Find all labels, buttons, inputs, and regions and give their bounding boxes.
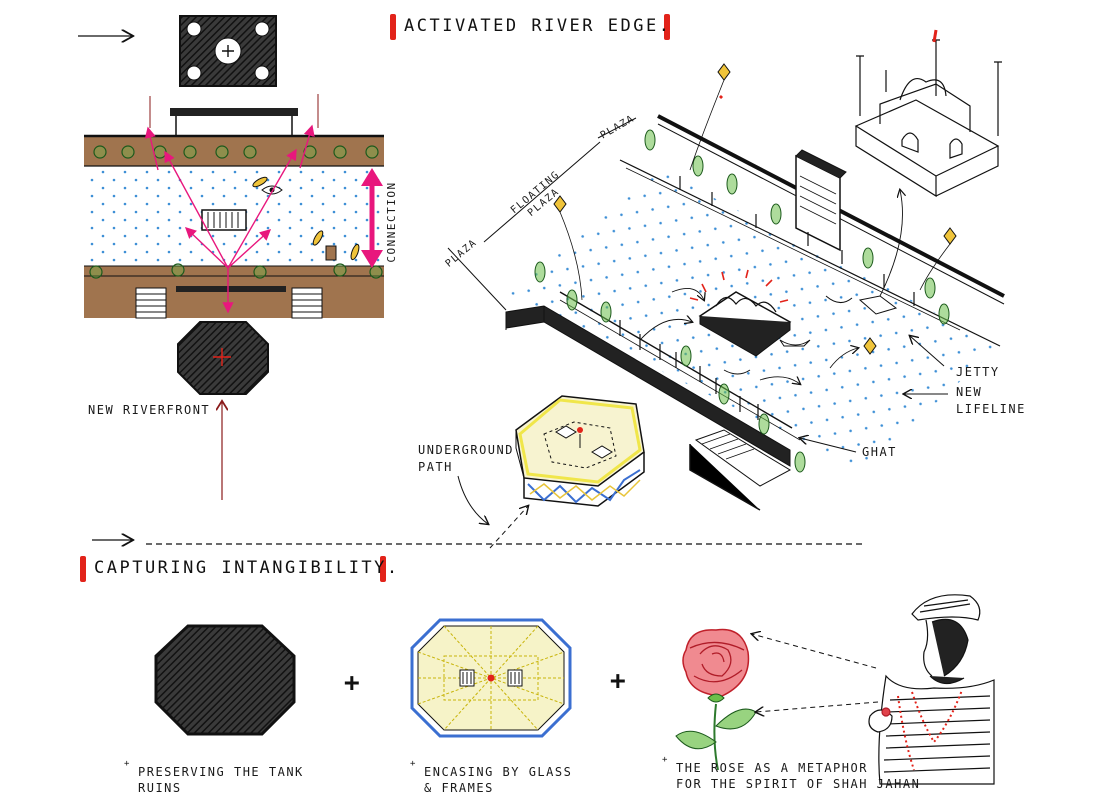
caption-bullet-icon: + — [124, 759, 131, 769]
caption-glass: ENCASING BY GLASS & FRAMES — [424, 765, 573, 796]
label-new-lifeline: NEW LIFELINE — [956, 385, 1026, 417]
tank-square — [179, 15, 277, 87]
shah-jahan-portrait — [868, 594, 995, 785]
mausoleum-sketch — [854, 39, 1002, 198]
riverfront-plan — [78, 15, 384, 500]
caption-rose: THE ROSE AS A METAPHOR FOR THE SPIRIT OF… — [676, 761, 921, 792]
heading-capturing-intangibility: CAPTURING INTANGIBILITY. — [94, 558, 400, 578]
concept-rose — [675, 628, 757, 771]
isometric-river-edge — [447, 29, 1005, 549]
tank-glass-iso — [515, 395, 645, 507]
label-ghat: GHAT — [862, 445, 897, 459]
concept-glass — [410, 618, 572, 738]
plus-icon: + — [610, 666, 629, 696]
label-connection: CONNECTION — [385, 181, 399, 263]
label-new-riverfront: NEW RIVERFRONT — [88, 403, 211, 417]
label-underground-path: UNDERGROUND PATH — [418, 443, 514, 475]
concept-ruins — [154, 624, 296, 736]
octagon-tank-plan — [177, 321, 269, 395]
heading-activated-river-edge: ACTIVATED RIVER EDGE. — [404, 16, 672, 36]
heading-marker-right — [380, 556, 386, 582]
heading-marker-right — [664, 14, 670, 40]
caption-bullet-icon: + — [410, 759, 417, 769]
label-jetty: JETTY — [956, 365, 1000, 379]
connection-arrow-icon — [361, 168, 383, 268]
eye-icon — [261, 185, 283, 195]
plus-icon: + — [344, 668, 363, 698]
heading-marker-left — [390, 14, 396, 40]
caption-ruins: PRESERVING THE TANK RUINS — [138, 765, 304, 796]
heading-marker-left — [80, 556, 86, 582]
caption-bullet-icon: + — [662, 755, 669, 765]
